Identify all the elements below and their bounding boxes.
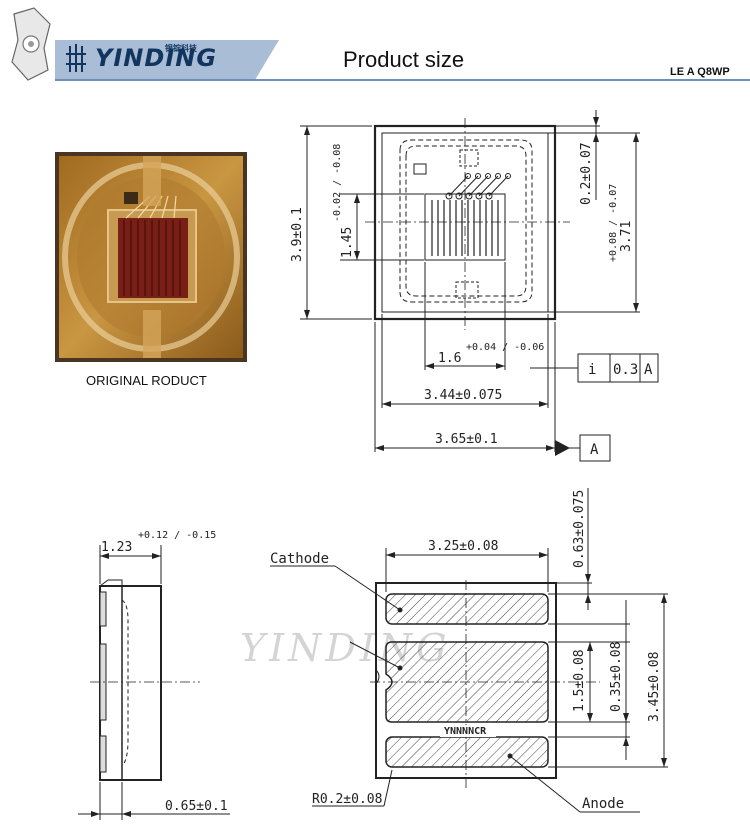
dim-package-thickness: 1.23 — [101, 540, 132, 555]
gdt-tolerance: 0.3 — [613, 362, 638, 378]
cathode-label: Cathode — [270, 551, 329, 567]
dim-lens-offset: 0.65±0.1 — [165, 799, 228, 814]
logo-chinese-text: 银锭科技 — [165, 44, 197, 53]
dim-die-width-tol: +0.04 / -0.06 — [466, 342, 544, 353]
dim-edge-offset: 0.2±0.07 — [579, 142, 594, 205]
header-band-tip — [255, 40, 279, 80]
model-number: LE A Q8WP — [670, 66, 730, 78]
logo-mark-icon — [66, 44, 86, 72]
dim-pad-width: 3.25±0.08 — [428, 539, 498, 554]
package-marking: YNNNNCR — [444, 726, 487, 737]
page-title: Product size — [343, 47, 465, 72]
datum-label: A — [590, 442, 599, 458]
cathode-pad — [385, 593, 549, 625]
dim-pad-gap: 0.35±0.08 — [609, 642, 624, 712]
dim-die-height-tol: -0.02 / -0.08 — [332, 144, 343, 222]
gdt-symbol: i — [588, 362, 596, 378]
dim-die-height: 1.45 — [340, 227, 355, 258]
anode-label: Anode — [582, 796, 624, 812]
photo-caption: ORIGINAL RODUCT — [86, 373, 207, 388]
corner-led-icon — [11, 7, 51, 81]
dim-corner-radius: R0.2±0.08 — [312, 792, 382, 807]
dim-inner-height: 3.71 — [619, 221, 634, 252]
dim-thermal-pad-height: 1.5±0.08 — [572, 649, 587, 712]
dim-package-width: 3.65±0.1 — [435, 432, 498, 447]
dim-package-thickness-tol: +0.12 / -0.15 — [138, 530, 216, 541]
header-rule — [55, 79, 750, 81]
dim-pad-span: 3.45±0.08 — [647, 652, 662, 722]
dim-inner-width: 3.44±0.075 — [424, 388, 502, 403]
header-band — [55, 40, 255, 80]
gdt-datum-ref: A — [644, 362, 653, 378]
anode-pad — [385, 736, 549, 768]
logo-text: YINDING — [95, 44, 218, 72]
header: YINDING 银锭科技 Product size LE A Q8WP — [0, 0, 750, 90]
dim-die-width: 1.6 — [438, 351, 461, 366]
dim-inner-height-tol: +0.08 / -0.07 — [608, 184, 619, 262]
dim-pad-edge: 0.63±0.075 — [572, 490, 587, 568]
dim-package-height: 3.9±0.1 — [290, 207, 305, 262]
